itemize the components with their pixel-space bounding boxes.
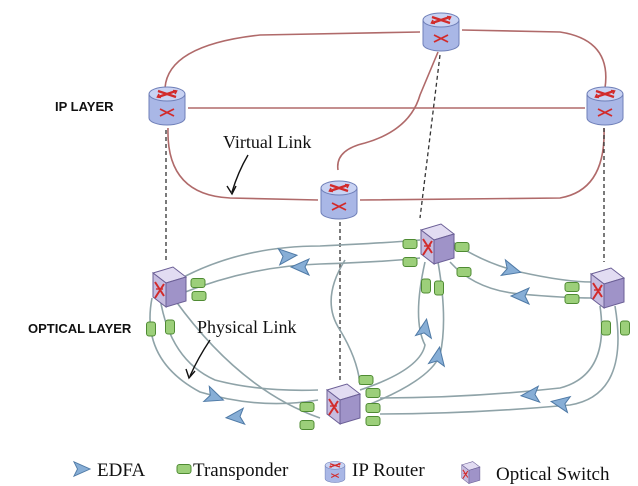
virtual-link-arrowhead xyxy=(226,185,237,196)
transponder-icon xyxy=(299,420,315,430)
ip-router-icon xyxy=(147,85,187,127)
fiber-s1-s4 xyxy=(149,297,319,405)
legend: EDFA Transponder IP Router Optical Switc… xyxy=(73,460,610,485)
edfa-icon xyxy=(224,407,246,427)
ip-routers xyxy=(147,11,625,221)
transponder-icon xyxy=(146,321,156,337)
optical-switch-legend-icon xyxy=(461,460,481,485)
transponder-icon xyxy=(601,320,611,336)
ip-layer-links xyxy=(164,29,607,201)
link-r4-r3 xyxy=(359,127,605,201)
edfa-icon xyxy=(277,246,299,266)
transponder-icon xyxy=(402,257,418,267)
transponder-icon xyxy=(365,403,381,413)
ip-router-icon xyxy=(319,179,359,221)
legend-optical-switch-label: Optical Switch xyxy=(496,464,610,485)
optical-switch-icon xyxy=(152,266,187,308)
edfa-icon xyxy=(510,287,530,305)
edfa-icon xyxy=(203,385,227,409)
link-r4-r2 xyxy=(336,51,439,171)
virtual-link-pointer xyxy=(231,154,249,193)
ip-layer-label: IP LAYER xyxy=(55,99,114,114)
ip-router-legend-icon xyxy=(324,460,346,484)
legend-ip-router-label: IP Router xyxy=(352,460,425,481)
optical-switch-icon xyxy=(326,383,361,425)
edfa-icon xyxy=(500,259,524,281)
edfa-legend-icon xyxy=(73,461,91,477)
transponder-legend-icon xyxy=(176,464,192,474)
optical-switch-icon xyxy=(420,223,455,265)
fiber-s3-s4 xyxy=(379,305,619,415)
transponder-icon xyxy=(434,280,444,296)
physical-link-arrowhead xyxy=(185,368,196,380)
transponder-icon xyxy=(421,278,431,294)
transponder-icon xyxy=(190,278,206,288)
legend-transponder-label: Transponder xyxy=(193,460,289,481)
transponder-icon xyxy=(402,239,418,249)
fiber-s1-s2 xyxy=(177,239,421,295)
transponder-icon xyxy=(165,319,175,335)
transponder-icon xyxy=(564,294,580,304)
legend-edfa-label: EDFA xyxy=(97,460,145,481)
transponder-icon xyxy=(365,416,381,426)
transponder-icon xyxy=(456,267,472,277)
mapping-line-2 xyxy=(419,54,441,219)
physical-link-pointer xyxy=(189,339,211,377)
link-r2-r3 xyxy=(461,29,607,89)
ip-router-icon xyxy=(585,85,625,127)
transponder-icon xyxy=(358,375,374,385)
optical-layer-label: OPTICAL LAYER xyxy=(28,321,132,336)
transponder-icon xyxy=(365,388,381,398)
ip-router-icon xyxy=(421,11,461,53)
transponder-icon xyxy=(454,242,470,252)
optical-switch-icon xyxy=(590,267,625,309)
edfa-icon xyxy=(549,393,571,413)
transponder-icon xyxy=(564,282,580,292)
link-r1-r4 xyxy=(167,127,319,201)
link-r1-r2 xyxy=(164,31,421,89)
edfa-icon xyxy=(519,385,541,405)
edfa-icon xyxy=(428,345,448,367)
virtual-link-label: Virtual Link xyxy=(223,132,311,152)
transponder-icon xyxy=(299,402,315,412)
transponder-icon xyxy=(191,291,207,301)
layer-mapping-lines xyxy=(165,54,605,382)
transponder-icon xyxy=(620,320,630,336)
edfa-icon xyxy=(290,258,310,276)
physical-link-label: Physical Link xyxy=(197,317,297,337)
